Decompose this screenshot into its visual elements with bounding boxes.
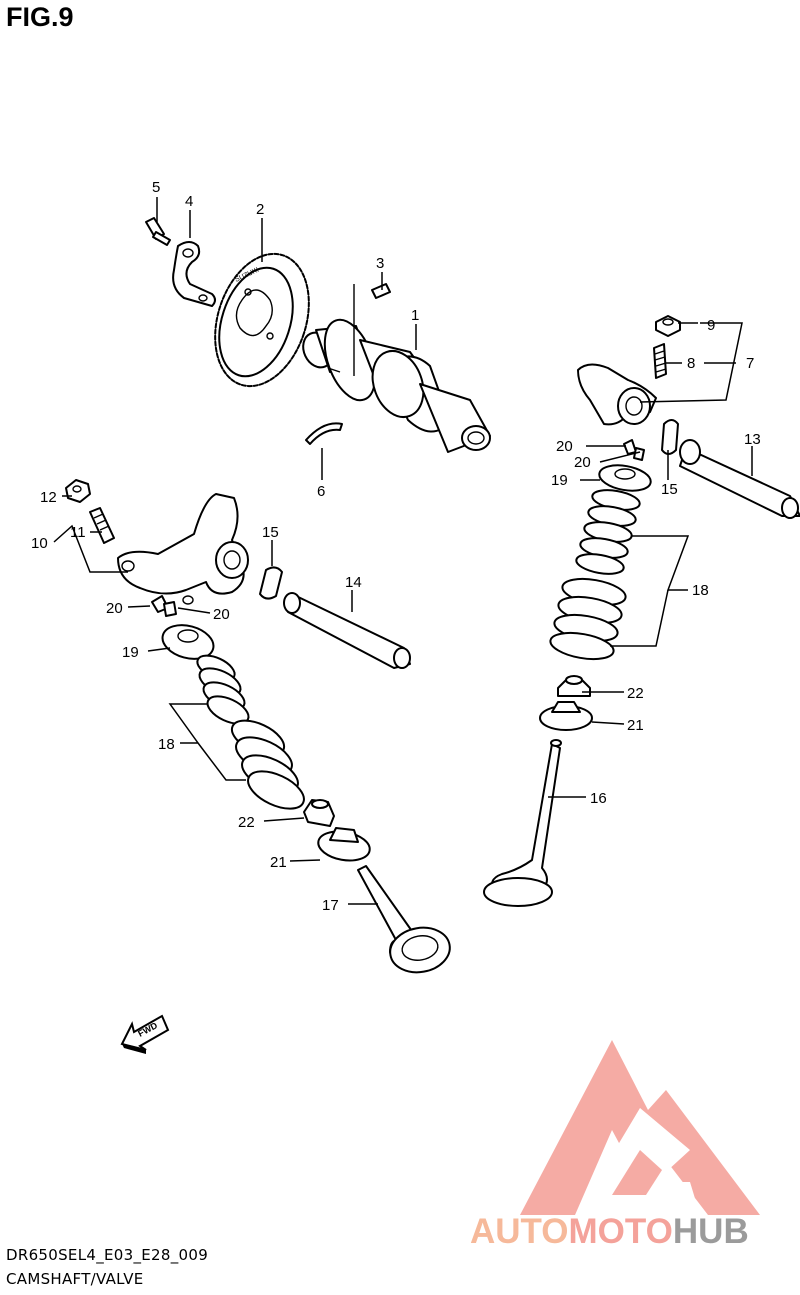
callout-15: 15 (262, 524, 279, 541)
circlip-6 (305, 422, 343, 445)
callout-22-right: 22 (627, 685, 644, 702)
rocker-shaft-14 (283, 592, 411, 669)
cotters-20-right (623, 439, 645, 461)
rocker-arm-7 (577, 363, 657, 426)
callout-21: 21 (270, 854, 287, 871)
spring-seat-21-left (317, 827, 371, 862)
adjuster-screw-11 (89, 507, 115, 544)
callout-19-right: 19 (551, 472, 568, 489)
callout-3: 3 (376, 255, 384, 272)
callout-numbers: 1 2 3 4 5 6 7 8 9 10 11 12 13 14 15 15 1… (31, 179, 761, 914)
callout-18-right: 18 (692, 582, 709, 599)
forward-arrow-icon: FWD (120, 1014, 170, 1054)
rocker-arm-10 (117, 493, 249, 605)
adjuster-screw-8 (653, 343, 667, 379)
valve-16 (483, 739, 562, 907)
cotters-20-left (151, 595, 177, 617)
pin-3 (371, 283, 391, 299)
callout-19: 19 (122, 644, 139, 661)
diagram-code: DR650SEL4_E03_E28_009 (6, 1246, 209, 1264)
retainer-19-left (161, 624, 215, 660)
callout-9: 9 (707, 317, 715, 334)
camshaft-1 (302, 284, 491, 453)
callout-1: 1 (411, 307, 419, 324)
callout-5: 5 (152, 179, 160, 196)
callout-15-right: 15 (661, 481, 678, 498)
callout-21-right: 21 (627, 717, 644, 734)
retainer-19-right (598, 464, 652, 492)
callout-20-c: 20 (556, 438, 573, 455)
figure-title: FIG.9 (6, 2, 74, 32)
callout-20-a: 20 (106, 600, 123, 617)
nut-12 (65, 479, 91, 503)
valve-springs-18-right (549, 489, 641, 661)
oil-seal-22-right (557, 675, 591, 697)
callout-17: 17 (322, 897, 339, 914)
valve-springs-18-left (196, 654, 305, 810)
callout-20-d: 20 (574, 454, 591, 471)
callout-14: 14 (345, 574, 362, 591)
spring-clip-15-left (259, 566, 283, 600)
callout-2: 2 (256, 201, 264, 218)
diagram-name: CAMSHAFT/VALVE (6, 1270, 144, 1288)
cam-sprocket-2: SUZUKI (214, 252, 310, 388)
callout-8: 8 (687, 355, 695, 372)
nut-9 (655, 315, 681, 337)
leader-lines (53, 197, 753, 905)
callout-7: 7 (746, 355, 754, 372)
callout-11: 11 (70, 524, 86, 541)
callout-22: 22 (238, 814, 255, 831)
callout-20-b: 20 (213, 606, 230, 623)
spring-clip-15-right (661, 419, 679, 455)
rocker-shaft-13 (679, 439, 800, 519)
callout-13: 13 (744, 431, 761, 448)
washer-4 (172, 241, 216, 307)
watermark-wordmark: AUTOMOTOHUB (470, 1212, 749, 1251)
bolt-5 (145, 217, 171, 246)
callout-18: 18 (158, 736, 175, 753)
valve-17 (357, 865, 451, 974)
spring-seat-21-right (539, 701, 593, 731)
oil-seal-22-left (303, 799, 335, 827)
callout-6: 6 (317, 483, 325, 500)
watermark-logo (520, 1040, 760, 1215)
callout-4: 4 (185, 193, 193, 210)
callout-10: 10 (31, 535, 48, 552)
callout-16: 16 (590, 790, 607, 807)
callout-12: 12 (40, 489, 57, 506)
